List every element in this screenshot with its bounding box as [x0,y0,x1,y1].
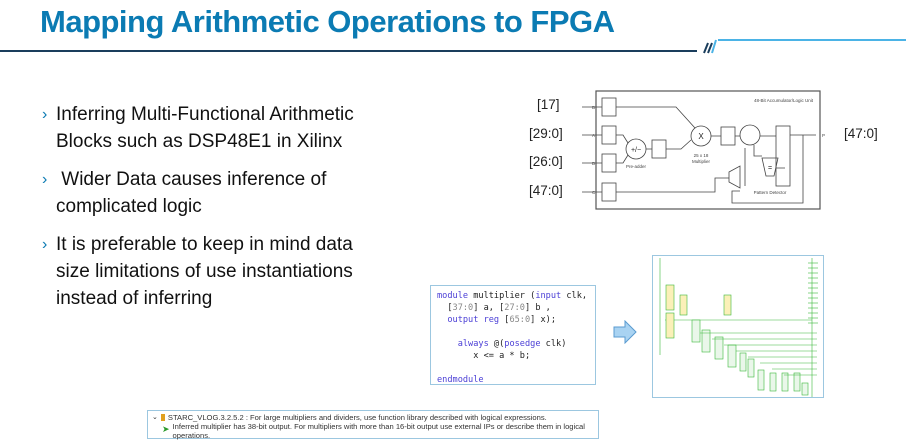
pattern-detector-label: Pattern Detector [754,190,787,195]
preadder-label: Pre-adder [626,164,647,169]
bullet-text: It is preferable to keep in mind data [56,234,353,255]
multiplier-size: 25 x 18 [694,153,709,158]
bullet-marker: › [42,106,48,123]
bullet-2: › Wider Data causes inference of complic… [42,166,422,220]
netlist-cell [665,312,675,339]
bullet-1: › Inferring Multi-Functional Arithmetic … [42,101,422,155]
netlist-cell [801,382,809,396]
netlist-cell [679,294,688,316]
pin-b: B [592,105,595,110]
netlist-cell [739,352,747,372]
lint-rule-text[interactable]: STARC_VLOG.3.2.5.2 : For large multiplie… [167,413,547,422]
netlist-cell [769,372,777,392]
netlist-cell [781,372,789,392]
port-a-width: [29:0] [529,126,563,141]
netlist-cell [727,344,737,368]
bullet-text: instead of inferring [56,288,213,309]
netlist-wire [659,258,813,397]
netlist-cell [723,294,732,316]
diagram-title: 48-Bit Accumulator/Logic Unit [754,98,814,103]
port-c-width: [47:0] [529,183,563,198]
warning-icon [160,414,165,421]
pin-d: D [592,161,596,166]
pin-c: C [592,190,596,195]
bullet-text: Blocks such as DSP48E1 in Xilinx [56,131,343,152]
port-b-width: [17] [537,97,560,112]
preadder-symbol: +/− [631,147,641,154]
netlist-cell [714,336,724,360]
bullet-marker: › [42,171,48,188]
bullet-text: Inferring Multi-Functional Arithmetic [56,104,354,125]
multiplier-symbol: X [698,132,704,141]
pin-a: A [592,133,595,138]
bullet-text: size limitations of use instantiations [56,261,353,282]
dsp48-block-diagram: 48-Bit Accumulator/Logic Unit +/− Pre-ad… [582,90,825,210]
netlist-cell [793,372,801,392]
chevron-down-icon[interactable]: ⌄ [152,414,158,421]
netlist-cell [665,284,675,311]
netlist-cell [691,319,701,343]
lint-detail-text: Inferred multiplier has 38-bit output. F… [172,422,585,440]
netlist-cell [701,329,711,353]
bullet-3: › It is preferable to keep in mind data … [42,231,422,312]
equals-symbol: = [768,165,772,172]
netlist-cell [747,358,755,378]
lint-message-panel: ⌄ STARC_VLOG.3.2.5.2 : For large multipl… [147,410,599,440]
pin-p: P [822,133,825,138]
page-title: Mapping Arithmetic Operations to FPGA [40,4,615,39]
multiplier-label: Multiplier [692,159,711,164]
verilog-code-box: module multiplier (input clk, [37:0] a, … [430,285,596,385]
title-underline [0,39,906,54]
bullet-text: complicated logic [56,196,202,217]
right-arrow-icon [613,320,637,344]
netlist-cell [757,369,765,391]
synthesized-netlist-schematic [652,255,824,398]
bullet-text: Wider Data causes inference of [56,169,327,190]
port-p-width: [47:0] [844,126,878,141]
bullet-marker: › [42,236,48,253]
port-d-width: [26:0] [529,154,563,169]
arrow-icon: ➤ [162,424,170,434]
